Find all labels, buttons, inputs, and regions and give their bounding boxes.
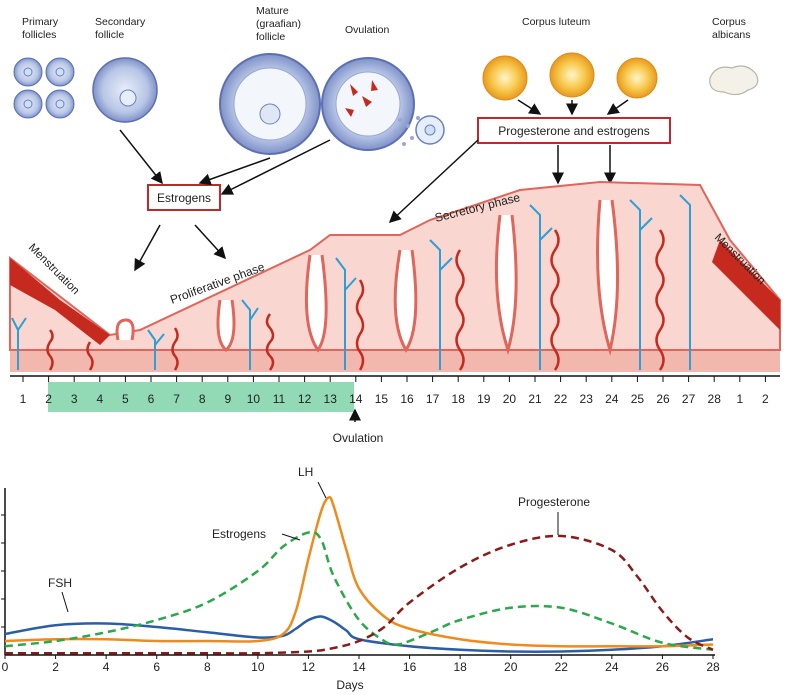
cycle-day-label: 9 bbox=[224, 392, 231, 406]
chart-x-tick-label: 28 bbox=[706, 660, 720, 674]
chart-x-tick-label: 2 bbox=[52, 660, 59, 674]
chart-x-tick-label: 12 bbox=[302, 660, 316, 674]
cycle-day-label: 11 bbox=[273, 392, 286, 406]
mature-follicle-label-line2: (graafian) bbox=[256, 18, 301, 30]
cycle-day-label: 6 bbox=[148, 392, 155, 406]
chart-x-tick-label: 4 bbox=[103, 660, 110, 674]
series-line-progesterone bbox=[5, 534, 714, 655]
chart-x-tick-label: 20 bbox=[504, 660, 518, 674]
hormone-arrows bbox=[119, 99, 629, 272]
secondary-follicle-illustration bbox=[92, 57, 158, 123]
chart-x-tick-label: 16 bbox=[403, 660, 417, 674]
estrogens-box-label: Estrogens bbox=[157, 191, 211, 205]
series-line-lh bbox=[4, 496, 714, 648]
cycle-day-label: 17 bbox=[426, 392, 440, 406]
menstrual-days-highlight bbox=[48, 382, 354, 412]
chart-x-tick-label: 6 bbox=[153, 660, 160, 674]
cycle-day-label: 3 bbox=[71, 392, 78, 406]
ovulation-stage-label: Ovulation bbox=[345, 24, 390, 36]
cycle-day-label: 2 bbox=[45, 392, 52, 406]
secondary-follicle-label-line1: Secondary bbox=[95, 16, 146, 28]
secondary-follicle-label-line2: follicle bbox=[95, 29, 124, 41]
cycle-day-label: 20 bbox=[503, 392, 517, 406]
progesterone-estrogens-box-label: Progesterone and estrogens bbox=[498, 124, 649, 138]
chart-x-tick-label: 8 bbox=[204, 660, 211, 674]
chart-x-tick-label: 10 bbox=[251, 660, 265, 674]
estrogens-label-pointer bbox=[281, 533, 301, 541]
series-label-progesterone: Progesterone bbox=[518, 495, 590, 509]
mature-follicle-label-line1: Mature bbox=[256, 5, 289, 17]
cycle-day-label: 5 bbox=[122, 392, 129, 406]
progesterone-estrogens-box: Progesterone and estrogens bbox=[477, 117, 671, 144]
corpus-albicans-illustration bbox=[709, 65, 759, 96]
series-label-estrogens: Estrogens bbox=[212, 527, 266, 541]
cycle-day-label: 28 bbox=[708, 392, 722, 406]
cycle-day-label: 7 bbox=[173, 392, 180, 406]
corpus-luteum-illustration bbox=[482, 52, 658, 101]
series-line-estrogens bbox=[4, 530, 714, 651]
cycle-day-label: 2 bbox=[762, 392, 769, 406]
chart-x-tick-label: 26 bbox=[656, 660, 670, 674]
primary-follicles-label-line2: follicles bbox=[22, 29, 56, 41]
chart-x-axis-label: Days bbox=[336, 678, 363, 692]
cycle-day-label: 15 bbox=[375, 392, 389, 406]
chart-x-tick-label: 24 bbox=[605, 660, 619, 674]
cycle-day-label: 26 bbox=[656, 392, 670, 406]
primary-follicles-label-line1: Primary bbox=[22, 16, 59, 28]
cycle-day-label: 13 bbox=[324, 392, 338, 406]
endometrium-layer bbox=[9, 180, 781, 372]
corpus-luteum-label: Corpus luteum bbox=[522, 16, 591, 28]
cycle-day-label: 1 bbox=[736, 392, 743, 406]
cycle-day-label: 18 bbox=[452, 392, 466, 406]
cycle-day-label: 24 bbox=[605, 392, 619, 406]
chart-x-tick-label: 22 bbox=[555, 660, 569, 674]
veins bbox=[11, 194, 691, 370]
mature-follicle-label-line3: follicle bbox=[256, 31, 285, 43]
chart-x-tick-label: 14 bbox=[352, 660, 366, 674]
mature-follicle-illustration bbox=[219, 53, 321, 155]
corpus-albicans-label-line1: Corpus bbox=[712, 16, 746, 28]
chart-x-tick-label: 18 bbox=[453, 660, 467, 674]
cycle-day-label: 19 bbox=[477, 392, 491, 406]
estrogens-box: Estrogens bbox=[147, 184, 221, 211]
cycle-day-label: 16 bbox=[400, 392, 414, 406]
cycle-day-label: 23 bbox=[580, 392, 594, 406]
spiral-arteries bbox=[46, 229, 665, 371]
cycle-day-label: 22 bbox=[554, 392, 568, 406]
chart-y-ticks bbox=[1, 514, 5, 628]
series-label-fsh: FSH bbox=[48, 576, 72, 590]
chart-series-lines bbox=[4, 496, 714, 655]
cycle-day-label: 21 bbox=[528, 392, 542, 406]
ovulation-marker-label: Ovulation bbox=[333, 431, 384, 445]
cycle-day-label: 12 bbox=[298, 392, 312, 406]
cycle-day-label: 27 bbox=[682, 392, 696, 406]
cycle-day-label: 10 bbox=[247, 392, 261, 406]
uterine-glands bbox=[115, 199, 620, 356]
series-line-fsh bbox=[4, 615, 714, 653]
chart-x-tick-label: 0 bbox=[2, 660, 9, 674]
primary-follicles-illustration bbox=[13, 57, 75, 119]
series-label-lh: LH bbox=[298, 465, 313, 479]
cycle-day-label: 4 bbox=[96, 392, 103, 406]
ovulation-illustration bbox=[321, 57, 445, 151]
cycle-day-label: 14 bbox=[349, 392, 363, 406]
cycle-day-label: 25 bbox=[631, 392, 645, 406]
stage-labels: Primary follicles Secondary follicle Mat… bbox=[22, 5, 751, 43]
fsh-label-pointer bbox=[61, 591, 69, 613]
cycle-day-label: 8 bbox=[199, 392, 206, 406]
corpus-albicans-label-line2: albicans bbox=[712, 29, 751, 41]
cycle-day-label: 1 bbox=[20, 392, 27, 406]
lh-label-pointer bbox=[317, 481, 327, 499]
